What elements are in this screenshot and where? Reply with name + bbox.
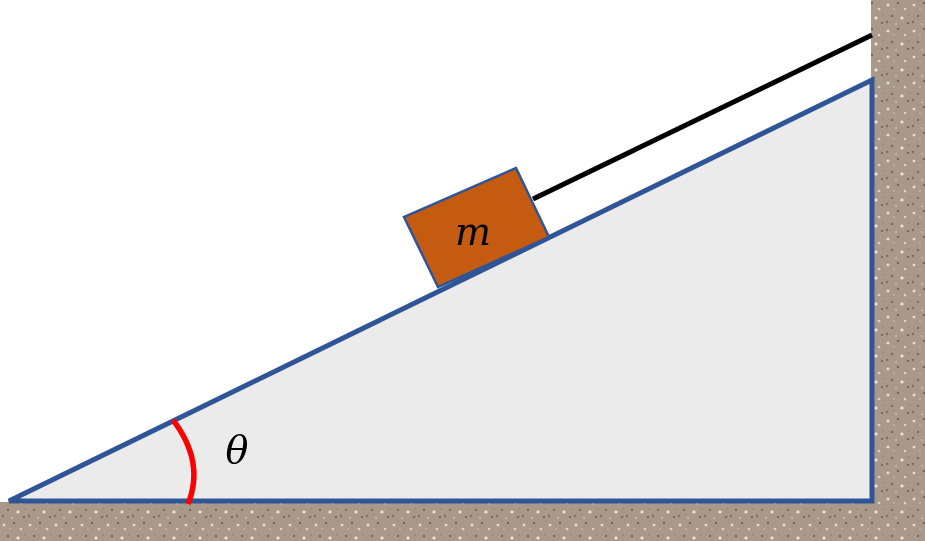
incline-plane bbox=[7, 75, 875, 504]
ground bbox=[0, 502, 925, 541]
rope bbox=[531, 32, 874, 202]
right-wall bbox=[871, 0, 925, 541]
block-mass bbox=[402, 166, 551, 289]
angle-label: θ bbox=[226, 428, 249, 472]
angle-arc bbox=[170, 418, 197, 506]
block-label: m bbox=[455, 210, 491, 254]
